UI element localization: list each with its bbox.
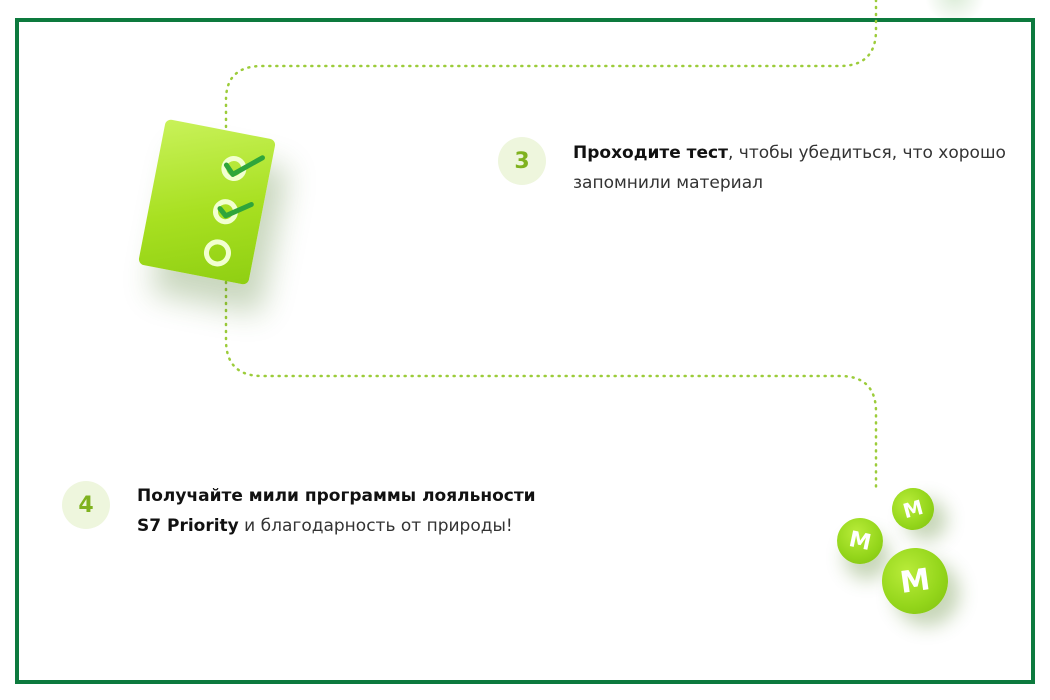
checked-circle-icon — [221, 155, 265, 182]
step-text-rest: и благодарность от природы! — [238, 516, 513, 536]
checked-circle-icon — [212, 199, 254, 225]
program-name: S7 Priority — [137, 516, 239, 536]
empty-circle-icon — [203, 239, 231, 267]
checklist-card-icon — [137, 118, 277, 286]
step-title: Получайте мили программы лояльности — [137, 486, 536, 506]
step-number-badge: 3 — [498, 137, 546, 185]
step-text-rest: , чтобы убедиться, что хорошо — [727, 143, 1006, 163]
step-text-line: запомнили материал — [573, 173, 764, 193]
step-number: 4 — [78, 492, 94, 518]
step-description: Проходите тест, чтобы убедиться, что хор… — [573, 138, 1023, 198]
step-number-badge: 4 — [62, 481, 110, 529]
step-number: 3 — [514, 148, 530, 174]
decorative-shadow — [920, 0, 990, 20]
step-title: Проходите тест — [573, 143, 728, 163]
step-description: Получайте мили программы лояльности S7 P… — [137, 481, 657, 541]
